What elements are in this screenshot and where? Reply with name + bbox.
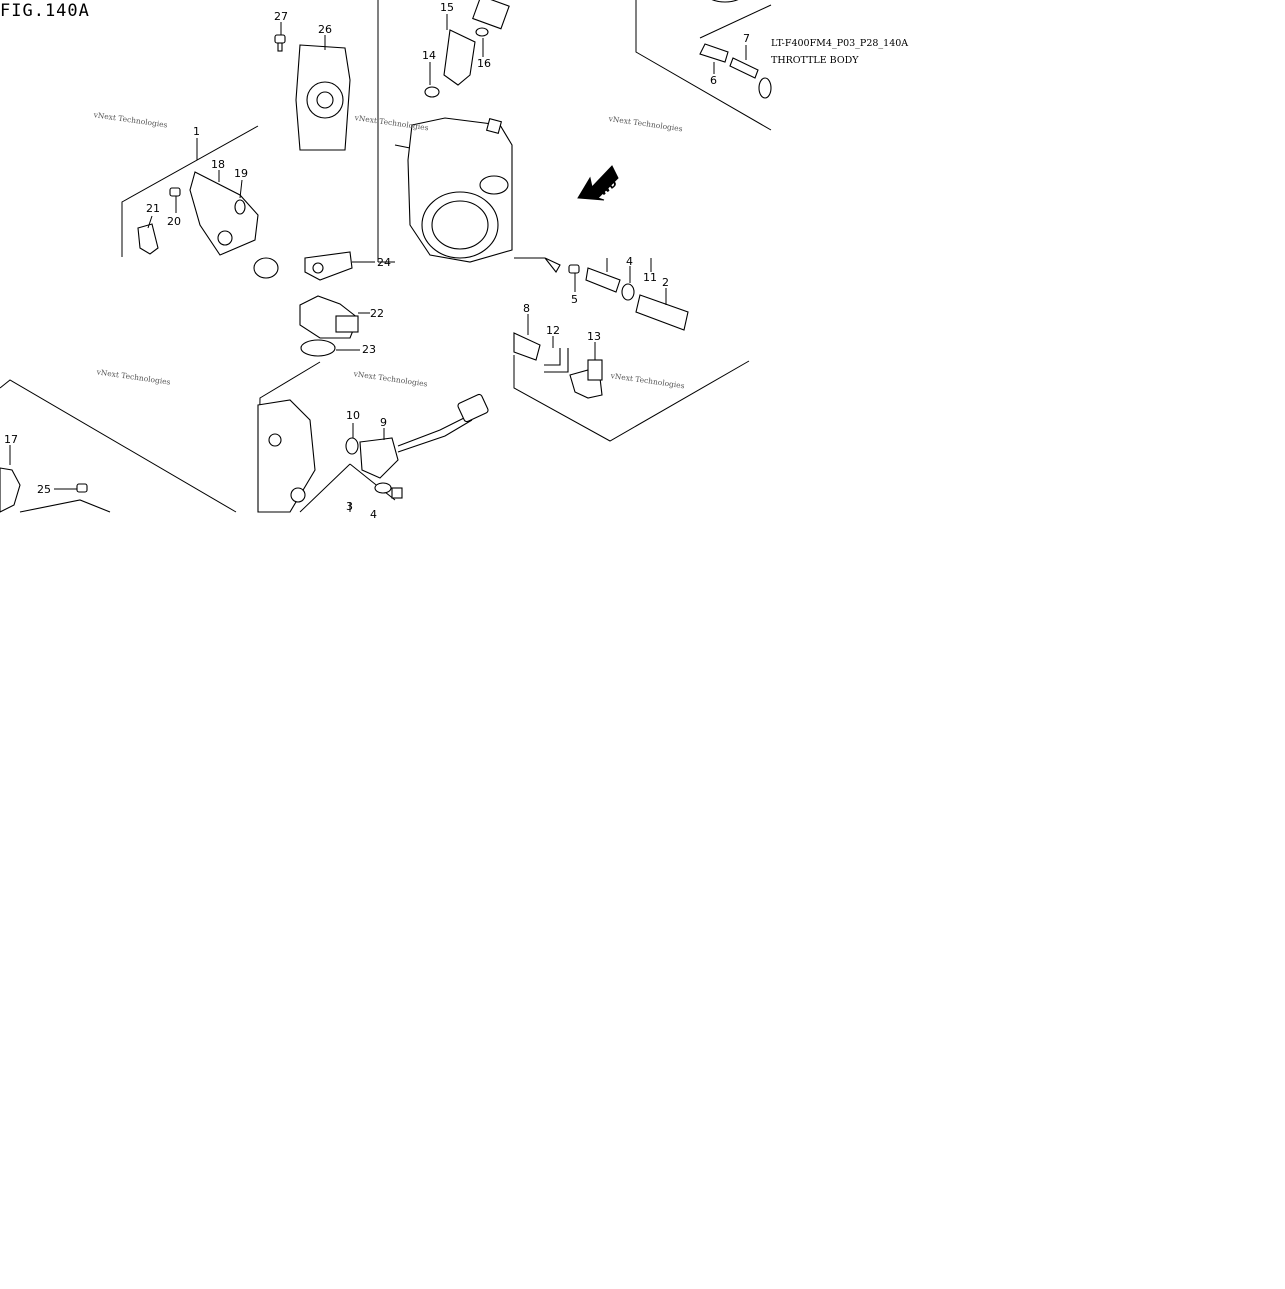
figure-name: THROTTLE BODY (771, 55, 859, 66)
callout-17: 17 (4, 433, 18, 446)
callout-21: 21 (146, 202, 160, 215)
watermark-text: vNext Technologies (353, 113, 429, 132)
callout-24: 24 (377, 256, 391, 269)
callout-12: 12 (546, 324, 560, 337)
lower-housing (257, 399, 316, 513)
callout-4: 4 (626, 255, 633, 268)
callout-7: 7 (743, 32, 750, 45)
callout-25: 25 (37, 483, 51, 496)
plate-24 (304, 251, 353, 281)
callout-16: 16 (477, 57, 491, 70)
callout-2: 2 (662, 276, 669, 289)
watermark-text: vNext Technologies (609, 371, 685, 390)
callout-26: 26 (318, 23, 332, 36)
figure-title: FIG.140A (0, 1, 90, 21)
callout-15: 15 (440, 1, 454, 14)
watermarks: vNext Technologies vNext Technologies vN… (92, 110, 685, 390)
sensor-22 (299, 295, 370, 357)
cover-26 (295, 35, 351, 151)
throttle-body (407, 117, 513, 263)
callout-5: 5 (571, 293, 578, 306)
callout-11: 11 (643, 271, 657, 284)
idle-valve-assembly (137, 138, 279, 279)
callout-13: 13 (587, 330, 601, 343)
callout-10: 10 (346, 409, 360, 422)
callout-4b: 4 (370, 508, 377, 521)
idle-screw-group (513, 257, 689, 399)
screw-27 (274, 22, 286, 52)
watermark-text: vNext Technologies (607, 114, 683, 133)
forward-arrow: FWD (577, 165, 620, 203)
watermark-text: vNext Technologies (352, 369, 428, 388)
air-screw-6 (699, 0, 772, 99)
callout-14: 14 (422, 49, 436, 62)
figure-code: LT-F400FM4_P03_P28_140A (771, 38, 908, 49)
callout-22: 22 (370, 307, 384, 320)
throttle-position-sensor (345, 393, 489, 512)
callout-1: 1 (193, 125, 200, 138)
watermark-text: vNext Technologies (95, 367, 171, 386)
callout-20: 20 (167, 215, 181, 228)
callout-18: 18 (211, 158, 225, 171)
callout-19: 19 (234, 167, 248, 180)
callout-3: 3 (346, 500, 353, 513)
callout-23: 23 (362, 343, 376, 356)
callout-8: 8 (523, 302, 530, 315)
injector-15 (424, 0, 510, 98)
callout-9: 9 (380, 416, 387, 429)
bracket-17 (0, 445, 111, 513)
callout-6: 6 (710, 74, 717, 87)
panel-frames (0, 0, 772, 513)
callout-27: 27 (274, 10, 288, 23)
watermark-text: vNext Technologies (92, 110, 168, 129)
callouts: 1 2 3 4 4 5 6 7 8 9 10 11 12 13 14 15 16… (4, 1, 750, 521)
